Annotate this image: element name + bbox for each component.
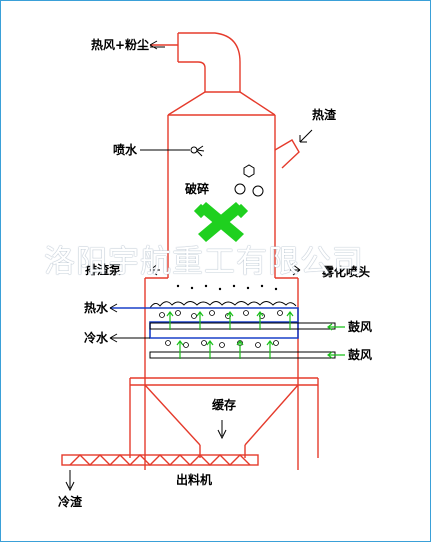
label-cold-slag: 冷渣 — [58, 495, 83, 509]
hopper-frame — [129, 377, 319, 470]
label-blow-air-2: 鼓风 — [348, 348, 373, 362]
dust-particles — [176, 284, 278, 291]
label-hot-water: 热水 — [84, 301, 109, 315]
grate-upper — [149, 322, 336, 330]
label-discharger: 出料机 — [176, 473, 213, 487]
water-arrows — [109, 303, 150, 343]
label-hot-air-dust: 热风+粉尘 — [91, 38, 150, 52]
tower-body — [144, 114, 299, 385]
bed-balls — [159, 310, 283, 348]
crusher-icon — [193, 202, 249, 242]
slag-inlet — [274, 139, 300, 169]
label-discharge-pump: 排渣泵 — [85, 263, 122, 277]
buffer-arrow — [217, 420, 227, 440]
water-coil — [110, 307, 299, 339]
spray-nozzle — [140, 145, 205, 157]
exhaust-arrow — [149, 40, 165, 50]
exhaust-duct — [150, 32, 276, 116]
label-atomizing-nozzle: 雾化喷头 — [322, 265, 371, 279]
cold-slag-arrow — [65, 470, 75, 492]
label-cold-water: 冷水 — [84, 331, 109, 345]
company-watermark: 洛阳宇航重工有限公司 — [44, 244, 364, 280]
label-blow-air-1: 鼓风 — [348, 320, 373, 334]
grate-lower — [149, 351, 336, 359]
slag-particles — [234, 164, 264, 197]
slag-bed — [149, 301, 297, 309]
conveyor — [61, 454, 259, 466]
slag-arrow — [299, 129, 313, 143]
label-crushing: 破碎 — [185, 182, 210, 196]
label-buffer: 缓存 — [212, 398, 237, 412]
label-hot-slag: 热渣 — [312, 108, 337, 122]
label-water-spray: 喷水 — [113, 143, 138, 157]
air-flow-arrows — [166, 311, 345, 359]
discharge-nozzles — [149, 263, 301, 276]
